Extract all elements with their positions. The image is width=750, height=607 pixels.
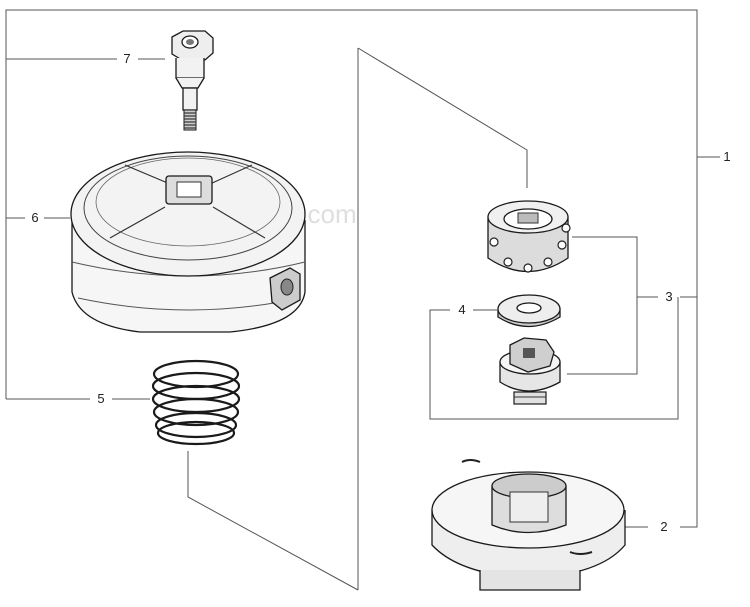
drive-hub-icon xyxy=(499,337,561,405)
callout-labels: 1 2 3 4 5 6 7 xyxy=(31,51,730,534)
callout-2: 2 xyxy=(660,519,667,534)
callout-3: 3 xyxy=(665,289,672,304)
callout-4: 4 xyxy=(458,302,465,317)
callout-5: 5 xyxy=(97,391,104,406)
bolt-icon xyxy=(171,30,214,131)
spool-housing-icon xyxy=(70,151,306,333)
spool-hub-set-icon xyxy=(487,200,571,273)
callout-7: 7 xyxy=(123,51,130,66)
washer-icon xyxy=(497,294,561,328)
bumper-knob-icon xyxy=(431,459,626,591)
callout-1: 1 xyxy=(723,149,730,164)
spring-icon xyxy=(151,359,241,446)
leader-lines xyxy=(5,9,720,591)
callout-6: 6 xyxy=(31,210,38,225)
